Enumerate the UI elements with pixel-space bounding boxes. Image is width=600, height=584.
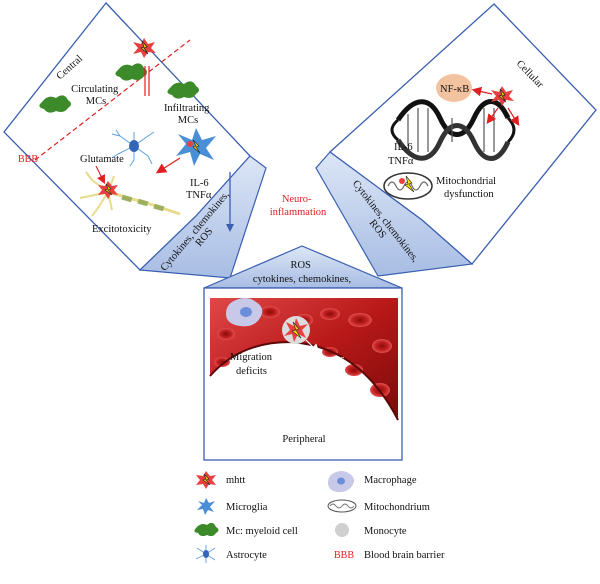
central-panel: Central BBB Circulating MCs Infiltrating…: [3, 2, 251, 271]
migration-label: Migration deficits: [230, 352, 275, 377]
legend-bbb: Blood brain barrier: [364, 550, 445, 561]
dna-rungs: [407, 108, 495, 152]
to-dna-arrow: [486, 107, 499, 124]
nfkb-blob: [436, 74, 472, 102]
neuron-mhtt-icon: [98, 181, 118, 199]
legend-mitochondrion-icon: [327, 499, 357, 513]
legend-astrocyte: Astrocyte: [226, 550, 267, 561]
infiltrating-label: Infiltrating MCs: [164, 103, 212, 126]
legend-myeloid-icon: [194, 522, 219, 537]
legend-mhtt: mhtt: [226, 475, 245, 486]
legend-bbb-mark: BBB: [334, 550, 354, 561]
monocyte-icon: [282, 316, 310, 344]
legend-mitochondrium: Mitochondrium: [364, 502, 430, 513]
to-nfkb-arrow: [471, 86, 493, 97]
peripheral-panel: ROS cytokines, chemokines,: [203, 245, 403, 461]
peripheral-tnfa: TNFα: [322, 370, 348, 381]
neuroinflammation-label: Neuro- inflammation: [270, 194, 327, 218]
central-il6: IL-6: [190, 178, 209, 189]
cellular-mhtt-icon: [491, 86, 514, 106]
peripheral-header-text: ROS cytokines, chemokines,: [253, 260, 351, 285]
myeloid-cell-icon: [39, 95, 71, 113]
dna-helix-icon: [395, 99, 511, 161]
legend-myeloid: Mc: myeloid cell: [226, 526, 298, 537]
legend-monocyte: Monocyte: [364, 526, 407, 537]
red-blood-cells: [214, 306, 392, 397]
dna-ends: [390, 116, 516, 144]
excitotoxicity-label: Excitotoxicity: [92, 224, 152, 235]
peripheral-title: Peripheral: [282, 434, 325, 445]
microglia-arrow: [155, 157, 181, 174]
mito-dysfunction-label: Mitochondrial dysfunction: [436, 176, 499, 200]
mhtt-icon: [133, 38, 156, 58]
nfkb-label: NF-κB: [440, 84, 469, 95]
central-tnfa: TNFα: [186, 190, 212, 201]
cellular-il6: IL-6: [394, 142, 413, 153]
macrophage-icon: [226, 298, 263, 327]
legend-macrophage-icon: [328, 471, 355, 493]
legend-astrocyte-icon: [195, 545, 216, 563]
legend-mhtt-icon: [196, 471, 216, 489]
glutamate-arrow: [95, 165, 105, 184]
bbb-line: [34, 39, 191, 161]
blood-vessel: [210, 298, 398, 420]
legend-microglia: Microglia: [226, 502, 268, 513]
cellular-tnfa: TNFα: [388, 156, 414, 167]
legend-microglia-icon: [197, 498, 215, 515]
microglia-icon: [176, 128, 216, 166]
central-down-arrowhead: [226, 224, 234, 232]
monocyte-arrow: [305, 339, 320, 354]
axon-myelin: [121, 194, 165, 212]
myeloid-cell-icon: [115, 63, 147, 81]
legend-monocyte-icon: [335, 523, 349, 537]
peripheral-arrow: [345, 385, 364, 404]
glutamate-label: Glutamate: [80, 154, 124, 165]
circulating-label: Circulating MCs: [71, 84, 121, 107]
astrocyte-icon: [111, 129, 155, 167]
legend: mhtt Microglia Mc: myeloid cell Astrocyt…: [194, 471, 445, 563]
legend-macrophage: Macrophage: [364, 475, 417, 486]
to-mito-arrow: [507, 107, 520, 127]
peripheral-il6: IL-6: [326, 356, 345, 367]
mitochondrion-icon: [383, 172, 433, 200]
bbb-label: BBB: [18, 154, 38, 165]
myeloid-cell-icon: [167, 81, 199, 99]
